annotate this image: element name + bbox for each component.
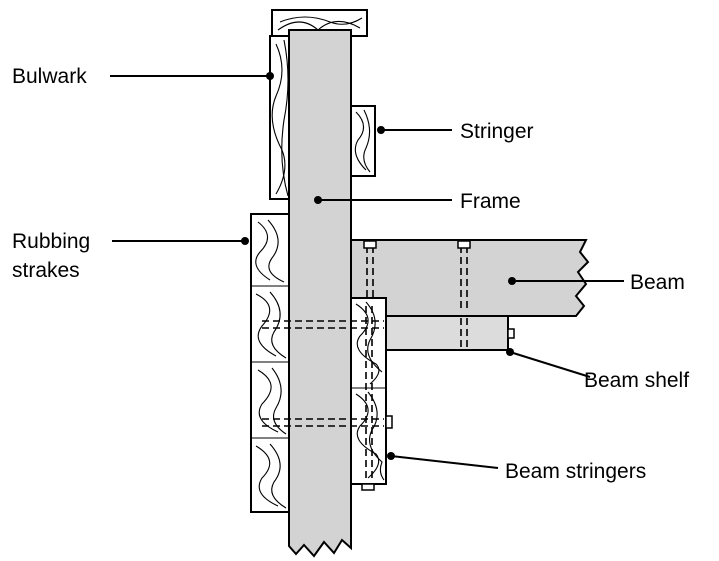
dot-frame	[314, 196, 322, 204]
dot-beam-shelf	[506, 348, 514, 356]
labels: Bulwark Stringer Frame Rubbing strakes B…	[12, 65, 689, 483]
label-frame: Frame	[460, 190, 521, 213]
beam-stringers	[350, 297, 393, 491]
label-beam: Beam	[630, 271, 685, 294]
dot-beam-stringers	[387, 452, 395, 460]
dot-stringer	[377, 126, 385, 134]
rubbing-strakes	[250, 213, 290, 513]
frame	[288, 29, 352, 558]
label-rubbing-strakes-line1: Rubbing	[12, 230, 90, 253]
dot-rubbing-strakes	[241, 237, 249, 245]
label-beam-stringers: Beam stringers	[505, 460, 646, 483]
label-stringer: Stringer	[460, 120, 534, 143]
beam-shelf	[383, 315, 515, 351]
label-rubbing-strakes-line2: strakes	[12, 259, 80, 282]
stringer-block	[350, 105, 376, 177]
dot-beam	[508, 277, 516, 285]
leader-beam-stringers	[390, 455, 499, 469]
leader-beam-shelf	[509, 351, 591, 378]
through-bolts	[262, 306, 384, 482]
leaders	[110, 72, 624, 469]
dot-bulwark	[266, 72, 274, 80]
label-bulwark: Bulwark	[12, 65, 87, 88]
label-beam-shelf: Beam shelf	[584, 369, 689, 392]
